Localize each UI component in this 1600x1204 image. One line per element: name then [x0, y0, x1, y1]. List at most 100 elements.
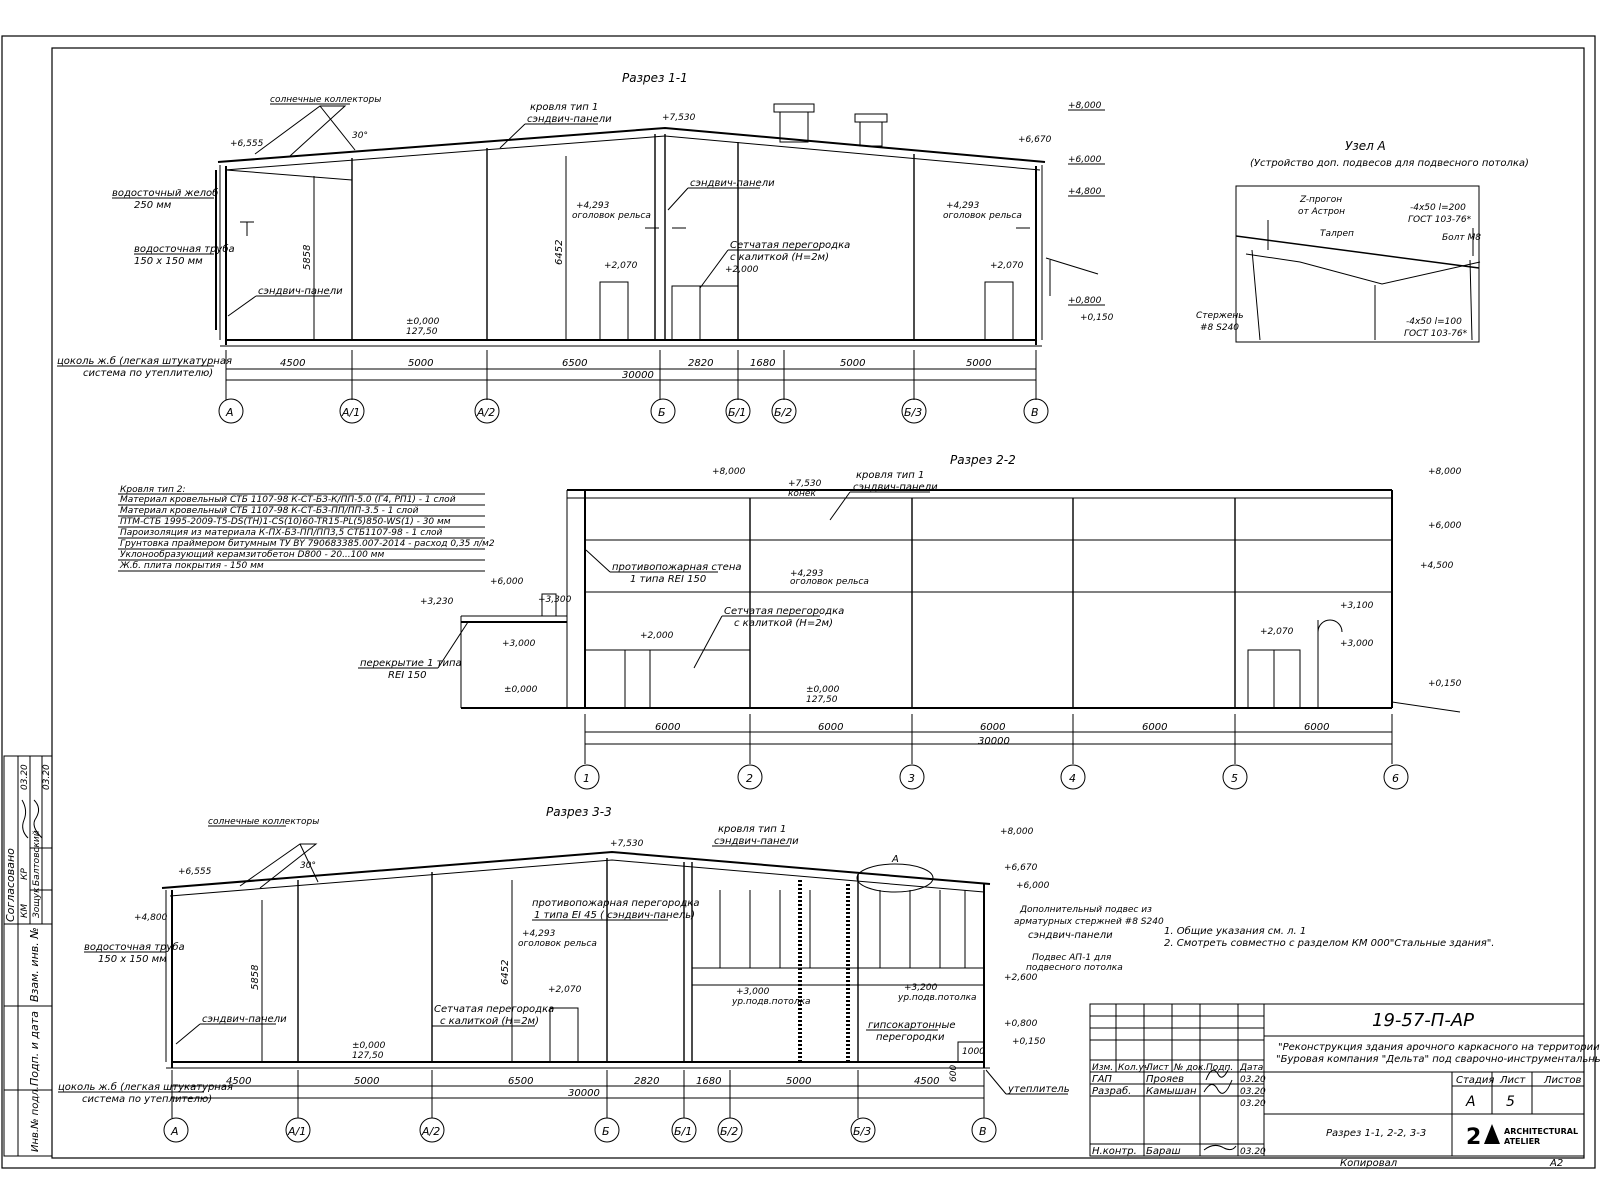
s3-span: 2820	[634, 1076, 659, 1087]
s3-span: 4500	[226, 1076, 251, 1087]
side-kr: КР	[20, 868, 30, 880]
s1-elev: +4,293	[946, 201, 980, 211]
s1-span: 2820	[688, 358, 713, 369]
s2-elev: +4,293	[790, 569, 824, 579]
note-1: 1. Общие указания см. л. 1	[1164, 925, 1306, 937]
node-gost1: ГОСТ 103-76*	[1408, 215, 1472, 225]
stamp-code: 19-57-П-АР	[1372, 1010, 1474, 1031]
s3-insulation: утеплитель	[1007, 1084, 1070, 1095]
s3-extra-hanger2: арматурных стержней #8 S240	[1014, 917, 1164, 927]
s1-roof-label: кровля тип 1	[530, 102, 598, 113]
s1-elev: +2,000	[725, 265, 759, 275]
s2-firewall: противопожарная стена	[612, 562, 741, 573]
svg-text:А/1: А/1	[341, 406, 360, 419]
s3-elev: +4,800	[134, 913, 168, 923]
svg-text:В: В	[979, 1125, 987, 1138]
s2-elev: +8,000	[1428, 467, 1462, 477]
s3-total: 30000	[568, 1088, 600, 1099]
title-block: Изм. Кол.уч Лист № док. Подп. Дата ГАП П…	[1089, 1003, 1600, 1169]
node-rod2: #8 S240	[1200, 323, 1239, 333]
node-zprogon2: от Астрон	[1298, 207, 1345, 217]
s2-total: 30000	[978, 736, 1010, 747]
svg-text:В: В	[1031, 406, 1039, 419]
stamp-h: Изм.	[1092, 1063, 1113, 1073]
s2-elev: +8,000	[712, 467, 746, 477]
s3-rail: оголовок рельса	[518, 939, 597, 949]
s3-ceil: ур.подв.потолка	[731, 997, 811, 1007]
s1-elev: +4,800	[1068, 187, 1102, 197]
s1-elev: +7,530	[662, 113, 696, 123]
svg-text:Материал кровельный СТБ 1107-9: Материал кровельный СТБ 1107-98 К-СТ-БЗ-…	[120, 495, 456, 505]
s3-ceil2: ур.подв.потолка	[897, 993, 977, 1003]
s3-roof2: сэндвич-панели	[714, 836, 799, 847]
s1-elev: +0,150	[1080, 313, 1114, 323]
s3-span: 5000	[354, 1076, 379, 1087]
stamp-date: 03.20	[1240, 1099, 1266, 1109]
stamp-format: А2	[1549, 1158, 1563, 1169]
side-agreed: Согласовано	[4, 848, 17, 922]
stamp-stage: А	[1465, 1094, 1476, 1110]
s1-elev: +6,555	[230, 139, 264, 149]
s2-mesh2: с калиткой (Н=2м)	[734, 618, 833, 629]
signature	[33, 799, 43, 839]
side-km: КМ	[20, 904, 30, 918]
svg-text:Материал кровельный СТБ 1107-9: Материал кровельный СТБ 1107-98 К-СТ-БЗ-…	[120, 506, 419, 516]
svg-text:ARCHITECTURAL: ARCHITECTURAL	[1504, 1127, 1578, 1136]
s3-roof: кровля тип 1	[718, 824, 786, 835]
stamp-sheets-label: Листов	[1543, 1075, 1581, 1086]
door	[984, 281, 1014, 341]
stamp-role: ГАП	[1092, 1074, 1112, 1085]
side-name1: Балтовский	[32, 830, 42, 886]
signature	[21, 799, 29, 839]
s3-pipe: водосточная труба	[84, 941, 185, 953]
signature	[1205, 1069, 1229, 1081]
s3-dim-small: 600	[949, 1065, 959, 1082]
stamp-h: Подп.	[1206, 1063, 1233, 1073]
s3-mesh: Сетчатая перегородка	[434, 1004, 554, 1015]
s3-span: 6500	[508, 1076, 533, 1087]
stamp-h: № док.	[1173, 1063, 1206, 1073]
s2-elev: +7,530	[788, 479, 822, 489]
s3-firepart: противопожарная перегородка	[532, 898, 699, 909]
signature	[1203, 1079, 1233, 1094]
s1-elev: +6,000	[1068, 155, 1102, 165]
stamp-h: Кол.уч	[1118, 1063, 1149, 1073]
stamp-h: Лист	[1145, 1063, 1170, 1073]
roof-spec: Кровля тип 2: Материал кровельный СТБ 11…	[118, 485, 495, 572]
svg-text:Ж.б. плита покрытия: Ж.б. плита покрытия - 150 мм	[119, 561, 264, 571]
s1-gutter-size: 250 мм	[134, 200, 172, 211]
s1-sandwich-mid: сэндвич-панели	[690, 178, 775, 189]
s1-total: 30000	[622, 370, 654, 381]
s1-elev: +8,000	[1068, 101, 1102, 111]
s1-elev: +4,293	[576, 201, 610, 211]
s2-elev: +0,150	[1428, 679, 1462, 689]
side-inv-repl: Взам. инв. №	[28, 927, 41, 1002]
section-1-1: Разрез 1-1 5858 6452 30°	[57, 71, 1114, 424]
s3-elev: +7,530	[610, 839, 644, 849]
side-name2: Зощук	[32, 887, 42, 918]
stamp-date: 03.20	[1240, 1075, 1266, 1085]
note-2: 2. Смотреть совместно с разделом КМ 000"…	[1164, 938, 1495, 949]
stamp-role: Н.контр.	[1092, 1146, 1137, 1157]
s1-roof-label2: сэндвич-панели	[527, 114, 612, 125]
s2-elev: +3,230	[420, 597, 454, 607]
s3-span: 1680	[696, 1076, 721, 1087]
s1-mesh: Сетчатая перегородка	[730, 240, 850, 251]
s1-elev: +2,070	[604, 261, 638, 271]
stamp-sheet-title: Разрез 1-1, 2-2, 3-3	[1326, 1128, 1426, 1139]
svg-text:Б/1: Б/1	[674, 1125, 692, 1138]
svg-text:А: А	[170, 1125, 179, 1138]
s1-span: 1680	[750, 358, 775, 369]
s2-slab: перекрытие 1 типа	[360, 658, 462, 669]
side-sign-date: Подп. и дата	[28, 1011, 41, 1086]
s2-elev: ±0,000	[806, 685, 840, 695]
s3-elev: +8,000	[1000, 827, 1034, 837]
s2-elev: +3,000	[1340, 639, 1374, 649]
s1-dim-6452: 6452	[554, 240, 565, 265]
svg-text:Уклонообразующий керамзитобето: Уклонообразующий керамзитобетон D800 - 2…	[120, 550, 384, 560]
svg-text:А/1: А/1	[287, 1125, 306, 1138]
s2-span: 6000	[1142, 722, 1167, 733]
s3-angle: 30°	[300, 861, 316, 871]
s3-hanger2: подвесного потолка	[1026, 963, 1123, 973]
